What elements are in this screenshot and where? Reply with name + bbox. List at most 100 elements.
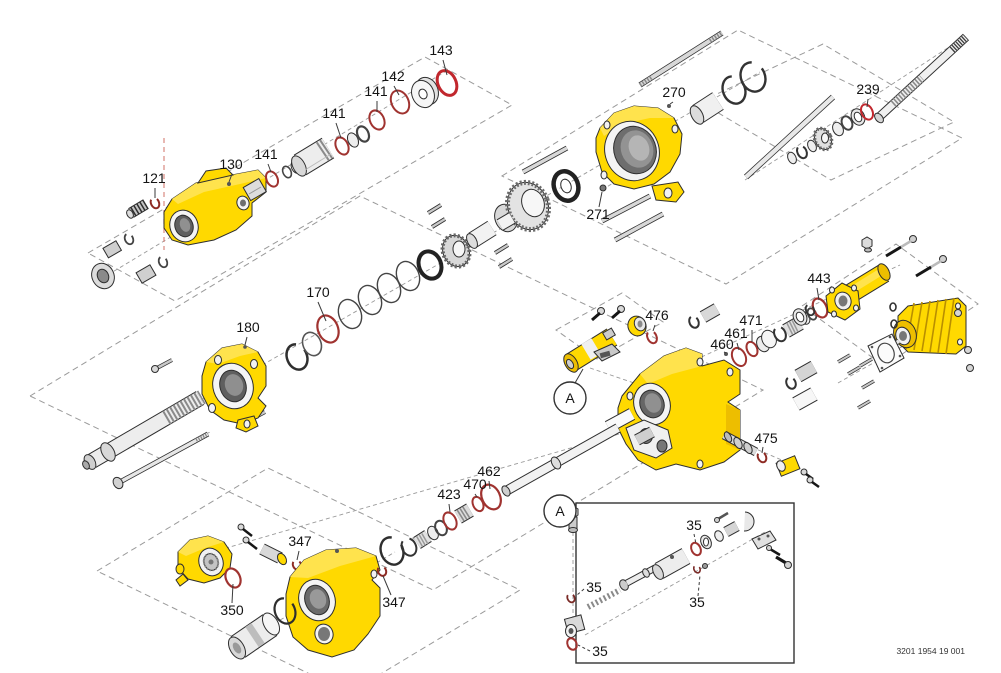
bolt: [915, 255, 947, 278]
bolt: [151, 358, 173, 373]
detail-marker-circle: [543, 494, 577, 528]
valve-443: [825, 263, 891, 321]
small-gear: [812, 126, 834, 152]
assembly-mid-left: [82, 203, 516, 490]
callout-label: 475: [754, 430, 778, 446]
detail-marker-circle: [553, 381, 587, 415]
leader-line: [474, 493, 478, 498]
assembly-bottom-left: [175, 523, 405, 660]
callout-label: 239: [856, 81, 880, 97]
callout-label: 347: [382, 594, 406, 610]
callout-141: 141: [254, 146, 278, 173]
assembly-center-housing: [501, 297, 861, 497]
spool-valve-475: [721, 431, 759, 456]
leader-line: [296, 550, 300, 561]
callout-label: 443: [807, 270, 831, 286]
callout-461: 461: [724, 325, 748, 351]
oring-350: [224, 567, 242, 589]
callout-443: 443: [807, 270, 831, 301]
valve-end-cap: [775, 455, 820, 489]
detail-marker-letter: A: [565, 390, 575, 406]
gasket-plate: [867, 333, 905, 373]
clip-475: [756, 450, 768, 464]
hex-plug: [861, 236, 873, 253]
bolt: [885, 235, 917, 258]
leader-line: [231, 583, 234, 604]
leader-line: [598, 191, 603, 208]
detail-marker-A-0: A: [553, 368, 587, 415]
leader-line: [488, 480, 491, 490]
callout-label: 35: [689, 594, 705, 610]
callout-180: 180: [236, 319, 260, 346]
oring-471: [745, 340, 759, 358]
clip-347-right: [376, 565, 388, 577]
callout-170: 170: [306, 284, 330, 322]
leader-line: [576, 588, 585, 596]
callout-470: 470: [463, 476, 487, 498]
oring-461: [730, 346, 748, 368]
pump-drive-shaft: [501, 423, 621, 497]
drawing-number: 3201 1954 19 001: [896, 646, 965, 656]
oring-476: [646, 329, 658, 345]
callout-label: 35: [686, 517, 702, 533]
callout-130: 130: [219, 156, 243, 183]
housing-top-left: [163, 167, 267, 246]
callout-label: 141: [254, 146, 278, 162]
callout-label: 423: [437, 486, 461, 502]
leader-line: [335, 122, 342, 139]
gear-cluster: [494, 169, 581, 233]
leader-line: [697, 574, 701, 597]
callout-label: 141: [322, 105, 346, 121]
charge-pump-350: [175, 535, 233, 587]
leader-line: [669, 101, 674, 105]
main-housing: [617, 347, 741, 471]
callout-142: 142: [381, 68, 405, 96]
callout-476: 476: [645, 307, 669, 332]
leader-line: [267, 163, 272, 173]
grooved-nut: [454, 503, 474, 524]
oring-239: [859, 103, 875, 121]
callout-label: 460: [710, 336, 734, 352]
callout-35: 35: [689, 574, 705, 610]
splined-input-shaft: [82, 390, 206, 470]
filter-cartridge: [227, 612, 281, 660]
callout-35: 35: [577, 643, 608, 659]
callout-462: 462: [477, 463, 501, 490]
callout-350: 350: [220, 583, 244, 618]
callout-141: 141: [364, 83, 388, 112]
callout-label: 180: [236, 319, 260, 335]
leader-line: [393, 85, 400, 96]
flange-180: [201, 343, 267, 433]
callout-label: 142: [381, 68, 405, 84]
callout-35: 35: [686, 517, 702, 545]
leader-line: [736, 342, 740, 351]
bolt: [611, 305, 625, 320]
leader-line: [382, 575, 392, 596]
oring-170: [316, 314, 340, 344]
bolt: [591, 307, 605, 322]
cup-cap: [743, 511, 755, 532]
callout-label: 471: [739, 312, 763, 328]
callout-239: 239: [856, 81, 880, 108]
oring-462: [480, 483, 502, 511]
leader-line: [577, 644, 591, 652]
relief-valve-spool: [259, 543, 288, 566]
piston-disc: [411, 76, 439, 109]
callout-label: 121: [142, 170, 166, 186]
leader-line: [723, 351, 727, 354]
callout-label: 35: [592, 643, 608, 659]
callout-347: 347: [288, 533, 312, 561]
callout-143: 143: [429, 42, 453, 76]
assembly-top-left: [91, 69, 459, 290]
valve-assembly-A: [563, 305, 658, 373]
callout-423: 423: [437, 486, 461, 513]
output-shaft: [874, 33, 970, 124]
bearing: [413, 530, 432, 549]
pump-housing: [285, 547, 381, 658]
dot-130: [227, 182, 231, 186]
callout-label: 130: [219, 156, 243, 172]
oring-143: [435, 69, 459, 97]
detail-marker-A-1: A: [543, 494, 577, 528]
callout-475: 475: [754, 430, 778, 454]
